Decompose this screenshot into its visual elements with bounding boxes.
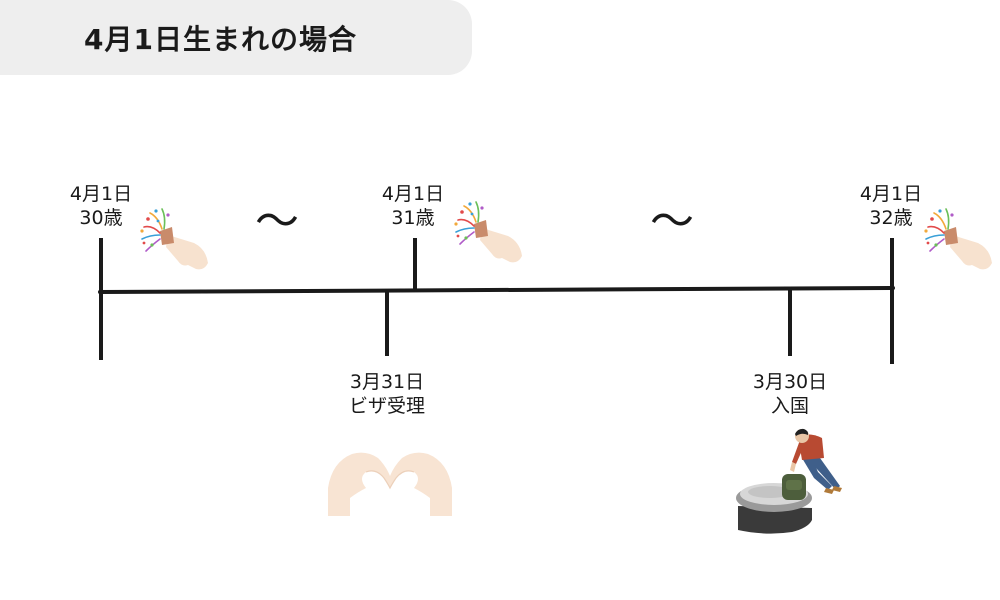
party-popper-icon <box>924 208 992 270</box>
event-text-2: 入国 <box>770 395 809 417</box>
period-separator-1: ～ <box>255 196 299 247</box>
timeline-main-line <box>98 286 895 294</box>
page-title: 4月1日生まれの場合 <box>84 23 357 56</box>
event-label-1: 3月31日 ビザ受理 <box>330 370 444 418</box>
birthday-date-2: 4月1日 <box>381 183 445 205</box>
title-banner <box>0 0 472 75</box>
birthday-label-1: 4月1日 30歳 <box>58 182 144 230</box>
heart-hands-icon <box>328 452 452 516</box>
birthday-age-2: 31歳 <box>391 207 435 229</box>
event-date-1: 3月31日 <box>349 371 425 393</box>
event-text-1: ビザ受理 <box>348 395 425 417</box>
period-separator-2: ～ <box>650 196 694 247</box>
birthday-label-2: 4月1日 31歳 <box>370 182 456 230</box>
birthday-age-1: 30歳 <box>79 207 123 229</box>
birthday-date-3: 4月1日 <box>859 183 923 205</box>
party-popper-icon <box>140 208 208 270</box>
event-date-2: 3月30日 <box>752 371 828 393</box>
event-label-2: 3月30日 入国 <box>733 370 847 418</box>
birthday-date-1: 4月1日 <box>69 183 133 205</box>
traveler-icon <box>736 428 842 534</box>
birthday-age-3: 32歳 <box>869 207 913 229</box>
birthday-label-3: 4月1日 32歳 <box>848 182 934 230</box>
party-popper-icon <box>454 201 522 263</box>
